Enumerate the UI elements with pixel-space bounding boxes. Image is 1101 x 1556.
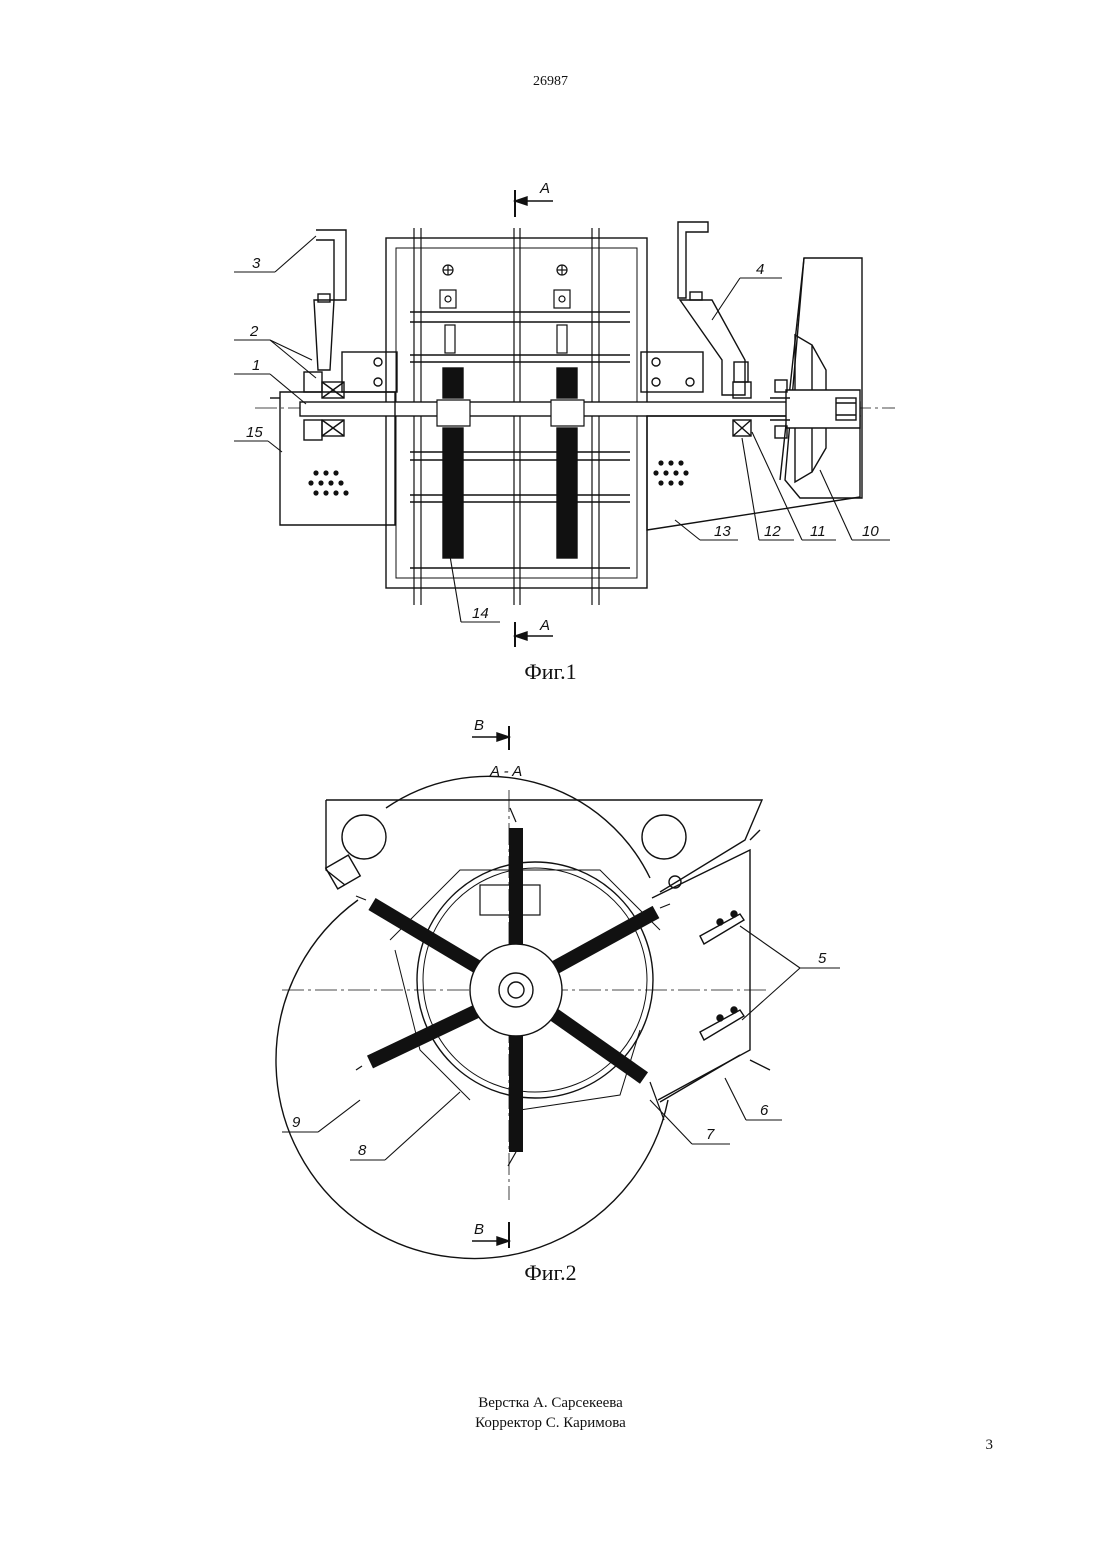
callout-12: 12 [764, 523, 781, 540]
left-bearing-housing [342, 352, 397, 392]
page-number: 3 [986, 1437, 994, 1454]
section-letter: B [474, 1221, 484, 1238]
callout-10: 10 [862, 523, 879, 540]
callout-8: 8 [358, 1142, 367, 1159]
figure-1-caption: Фиг.1 [0, 659, 1101, 685]
section-mark-a-bottom: A [515, 617, 553, 647]
section-mark-b-bottom: B [472, 1221, 509, 1248]
callout-15: 15 [246, 424, 263, 441]
layout-credit: Верстка А. Сарсекеева [0, 1393, 1101, 1413]
right-bearing-housing [641, 352, 703, 392]
callout-14: 14 [472, 605, 489, 622]
right-mount-bracket [678, 222, 708, 298]
right-roller [642, 815, 686, 859]
perforation-right [653, 460, 688, 485]
figure-1-drawing: A A [0, 0, 1101, 700]
figure-2-drawing: B A - A B [0, 700, 1101, 1260]
section-mark-b-top: B [472, 717, 509, 750]
adjusting-plates [700, 911, 744, 1040]
section-letter: B [474, 717, 484, 734]
section-letter: A [539, 180, 550, 197]
callout-13: 13 [714, 523, 731, 540]
top-frame [326, 800, 762, 892]
pulley-guard [785, 258, 862, 498]
callout-3: 3 [252, 255, 261, 272]
right-lower-housing [647, 416, 860, 530]
credits-block: Верстка А. Сарсекеева Корректор С. Карим… [0, 1393, 1101, 1433]
left-roller [342, 815, 386, 859]
perforation-left [308, 470, 348, 495]
callout-11: 11 [810, 523, 826, 540]
callout-2: 2 [249, 323, 259, 340]
section-mark-a-top: A [515, 180, 553, 217]
section-letter: A [539, 617, 550, 634]
callout-6: 6 [760, 1102, 769, 1119]
figure-2-caption: Фиг.2 [0, 1260, 1101, 1286]
rotor-blades [443, 368, 577, 558]
callout-4: 4 [756, 261, 764, 278]
callout-5: 5 [818, 950, 827, 967]
proofreader-credit: Корректор С. Каримова [0, 1413, 1101, 1433]
callout-9: 9 [292, 1114, 301, 1131]
callout-1: 1 [252, 357, 260, 374]
callout-7: 7 [706, 1126, 715, 1143]
